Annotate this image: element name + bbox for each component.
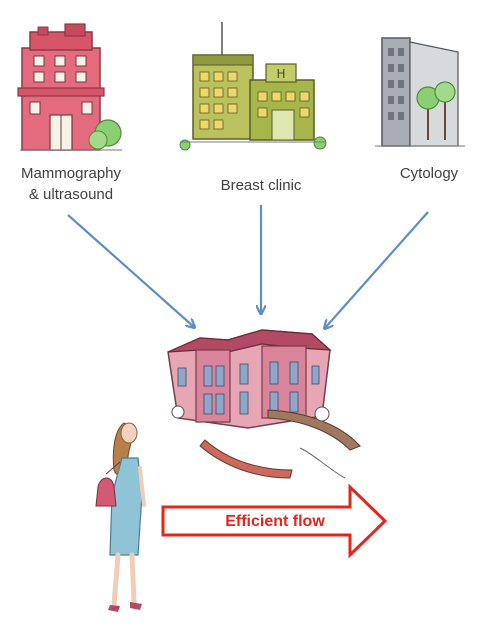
tower-building-icon [375, 37, 465, 147]
flow-arrow-label: Efficient flow [225, 513, 325, 530]
clinic-building-icon: H [179, 22, 327, 151]
woman-figure-icon [95, 422, 146, 612]
label-cytology: Cytology [374, 163, 484, 184]
label-line: & ultrasound [28, 186, 114, 203]
hospital-building-icon [17, 23, 122, 151]
svg-text:H: H [276, 67, 285, 81]
flow-arrow-shape [161, 483, 388, 559]
label-mammography-ultrasound: Mammography & ultrasound [6, 163, 136, 205]
label-line: Cytology [399, 165, 459, 182]
label-line: Breast clinic [220, 177, 302, 194]
source-arrows [67, 205, 429, 328]
label-breast-clinic: Breast clinic [196, 175, 326, 196]
arrow-cytology [325, 211, 429, 328]
central-hospital-icon [167, 329, 361, 479]
arrow-mammography [67, 214, 194, 327]
label-line: Mammography [20, 165, 122, 182]
